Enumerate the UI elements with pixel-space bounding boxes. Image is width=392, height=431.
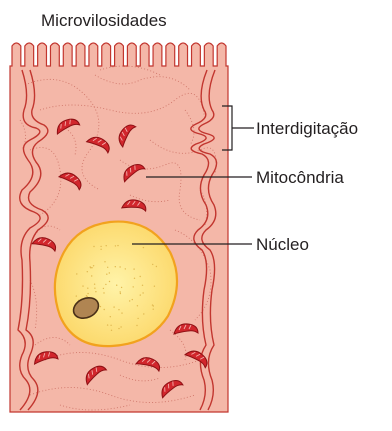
chromatin-dot [120,326,121,327]
chromatin-dot [113,306,114,307]
chromatin-dot [120,293,121,294]
chromatin-dot [152,264,153,265]
chromatin-dot [107,324,108,325]
chromatin-dot [105,284,106,285]
chromatin-dot [121,312,122,313]
chromatin-dot [142,292,143,293]
chromatin-dot [106,274,107,275]
label-interdigitacao: Interdigitação [256,119,358,138]
chromatin-dot [140,276,141,277]
chromatin-dot [142,285,143,286]
chromatin-dot [132,299,133,300]
chromatin-dot [90,266,91,267]
chromatin-dot [106,245,107,246]
chromatin-dot [154,286,155,287]
label-nucleo: Núcleo [256,235,309,254]
chromatin-dot [76,295,77,296]
chromatin-dot [118,328,119,329]
chromatin-dot [115,266,116,267]
title-microvilosidades: Microvilosidades [41,11,167,30]
chromatin-dot [121,287,122,288]
chromatin-dot [134,278,135,279]
chromatin-dot [91,267,92,268]
chromatin-dot [111,330,112,331]
chromatin-dot [104,309,105,310]
label-mitocondria: Mitocôndria [256,168,344,187]
chromatin-dot [87,293,88,294]
chromatin-dot [87,288,88,289]
nucleus [55,222,177,347]
chromatin-dot [110,316,111,317]
chromatin-dot [143,247,144,248]
chromatin-dot [137,318,138,319]
chromatin-dot [117,245,118,246]
chromatin-dot [91,275,92,276]
nucleus-body [55,222,177,347]
chromatin-dot [129,300,130,301]
chromatin-dot [104,261,105,262]
chromatin-dot [125,268,126,269]
chromatin-dot [100,246,101,247]
chromatin-dot [118,309,119,310]
chromatin-dot [87,271,88,272]
chromatin-dot [103,288,104,289]
chromatin-dot [93,246,94,247]
chromatin-dot [153,309,154,310]
chromatin-dot [136,325,137,326]
chromatin-dot [94,288,95,289]
chromatin-dot [94,284,95,285]
chromatin-dot [76,273,77,274]
chromatin-dot [100,306,101,307]
chromatin-dot [120,291,121,292]
chromatin-dot [143,313,144,314]
chromatin-dot [109,272,110,273]
chromatin-dot [107,267,108,268]
chromatin-dot [115,245,116,246]
chromatin-dot [140,294,141,295]
chromatin-dot [100,249,101,250]
chromatin-dot [119,266,120,267]
chromatin-dot [109,281,110,282]
chromatin-dot [95,291,96,292]
chromatin-dot [133,286,134,287]
chromatin-dot [153,305,154,306]
chromatin-dot [116,285,117,286]
chromatin-dot [137,305,138,306]
chromatin-dot [110,325,111,326]
chromatin-dot [156,266,157,267]
chromatin-dot [103,292,104,293]
chromatin-dot [82,285,83,286]
chromatin-dot [93,265,94,266]
chromatin-dot [133,268,134,269]
